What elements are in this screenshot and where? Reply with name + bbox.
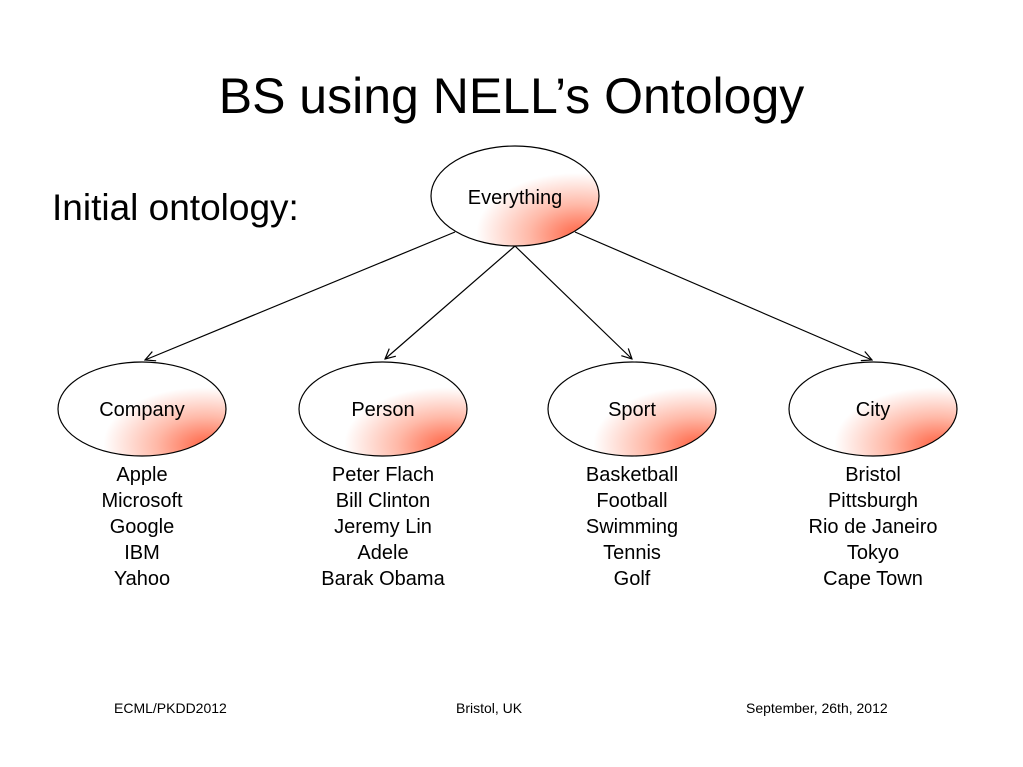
- node-person-shape: [298, 361, 468, 457]
- node-sport: Sport: [547, 361, 717, 457]
- company-members: Apple Microsoft Google IBM Yahoo: [101, 464, 183, 590]
- member-item: IBM: [124, 542, 160, 564]
- node-sport-label: Sport: [608, 399, 656, 421]
- member-item: Cape Town: [823, 568, 923, 590]
- member-item: Golf: [614, 568, 651, 590]
- edge-everything-sport: [514, 245, 632, 359]
- member-item: Basketball: [586, 464, 678, 486]
- node-company: Company: [57, 361, 227, 457]
- footer-location: Bristol, UK: [456, 700, 523, 716]
- member-item: Peter Flach: [332, 464, 434, 486]
- city-members: Bristol Pittsburgh Rio de Janeiro Tokyo …: [809, 464, 938, 590]
- sport-members: Basketball Football Swimming Tennis Golf: [586, 464, 678, 590]
- node-person: Person: [298, 361, 468, 457]
- person-members: Peter Flach Bill Clinton Jeremy Lin Adel…: [321, 464, 445, 590]
- member-item: Football: [596, 490, 667, 512]
- member-item: Yahoo: [114, 568, 170, 590]
- node-everything-shape: [430, 145, 600, 247]
- node-everything: Everything: [430, 145, 600, 247]
- slide-subtitle: Initial ontology:: [52, 187, 299, 228]
- node-city: City: [788, 361, 958, 457]
- member-item: Bill Clinton: [336, 490, 430, 512]
- member-item: Bristol: [845, 464, 901, 486]
- node-sport-shape: [547, 361, 717, 457]
- edge-everything-person: [385, 245, 516, 359]
- member-item: Pittsburgh: [828, 490, 918, 512]
- member-item: Apple: [116, 464, 167, 486]
- footer-date: September, 26th, 2012: [746, 700, 888, 716]
- member-item: Rio de Janeiro: [809, 516, 938, 538]
- edges: [145, 231, 872, 360]
- member-item: Microsoft: [101, 490, 183, 512]
- member-item: Barak Obama: [321, 568, 445, 590]
- footer-conference: ECML/PKDD2012: [114, 700, 227, 716]
- slide-title: BS using NELL’s Ontology: [218, 68, 805, 124]
- node-city-shape: [788, 361, 958, 457]
- member-item: Tennis: [603, 542, 661, 564]
- edge-everything-company: [145, 231, 456, 360]
- node-company-shape: [57, 361, 227, 457]
- node-city-label: City: [856, 399, 890, 421]
- node-person-label: Person: [351, 399, 414, 421]
- member-item: Adele: [357, 542, 408, 564]
- node-company-label: Company: [99, 399, 185, 421]
- member-item: Google: [110, 516, 175, 538]
- node-everything-label: Everything: [468, 187, 563, 209]
- member-item: Jeremy Lin: [334, 516, 432, 538]
- member-item: Tokyo: [847, 542, 899, 564]
- edge-everything-city: [574, 231, 872, 360]
- member-item: Swimming: [586, 516, 678, 538]
